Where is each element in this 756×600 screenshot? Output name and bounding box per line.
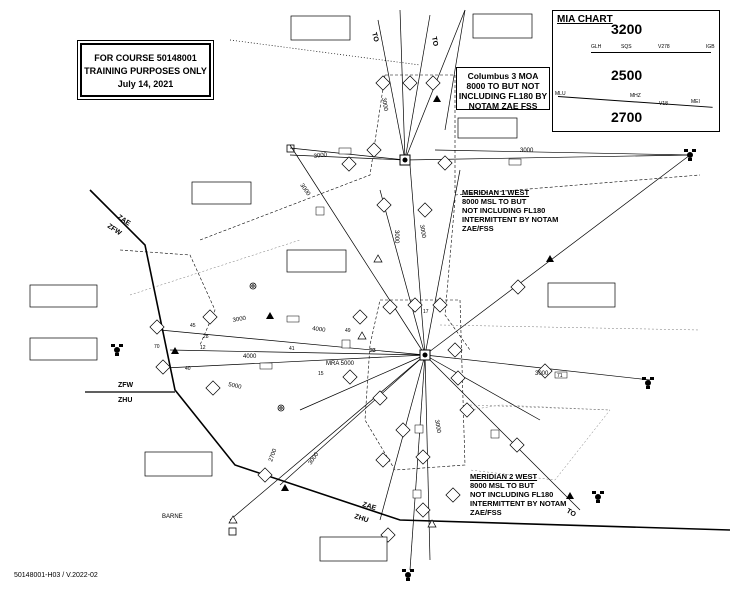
course-line-1: FOR COURSE 50148001 — [94, 53, 197, 63]
to-label-left: TO — [370, 32, 379, 44]
meridian-2-west-label: MERIDIAN 2 WEST 8000 MSL TO BUT NOT INCL… — [470, 472, 566, 517]
route-num-1: 28 — [203, 334, 209, 340]
to-label-right: TO — [430, 36, 439, 47]
mia-alt-2: 2500 — [611, 67, 643, 83]
moa-line-3: INCLUDING FL180 BY — [458, 91, 548, 101]
boundary-zae-top: ZAE — [116, 214, 132, 228]
document-footer: 50148001-H03 / V.2022-02 — [14, 572, 98, 579]
alt-5000-sw: 5000 — [228, 382, 243, 391]
route-num-6: 70 — [154, 344, 160, 350]
alt-3000-east: 3000 — [520, 148, 534, 154]
route-num-11: 17 — [423, 309, 429, 315]
meridian1-line-2: 8000 MSL TO BUT — [462, 197, 527, 206]
boundary-zfw-mid: ZFW — [118, 382, 134, 389]
to-label-bottom: TO — [565, 508, 577, 519]
mia-fix-b2: MHZ — [630, 93, 641, 99]
mia-fix-a2: SQS — [621, 44, 632, 50]
meridian2-line-4: INTERMITTENT BY NOTAM — [470, 499, 567, 508]
route-num-7: 33 — [370, 348, 376, 354]
meridian2-line-5: ZAE/FSS — [470, 508, 502, 517]
mia-line-a — [591, 52, 711, 53]
alt-3000-south2: 3000 — [393, 230, 399, 244]
meridian2-line-3: NOT INCLUDING FL180 — [470, 490, 554, 499]
meridian2-title: MERIDIAN 2 WEST — [470, 472, 538, 481]
moa-line-2: 8000 TO BUT NOT — [466, 81, 540, 91]
course-line-2: TRAINING PURPOSES ONLY — [84, 66, 207, 76]
alt-3000-se: 3000 — [535, 371, 549, 377]
meridian1-line-4: INTERMITTENT BY NOTAM — [462, 215, 559, 224]
alt-3000-left: 3000 — [313, 152, 328, 160]
boundary-zhu-mid: ZHU — [118, 397, 132, 404]
mia-chart-title: MIA CHART — [557, 14, 613, 25]
meridian1-line-5: ZAE/FSS — [462, 224, 494, 233]
alt-3000-n: 3000 — [380, 97, 388, 112]
mia-fix-a3: IGB — [706, 44, 715, 50]
boundary-zae-bottom: ZAE — [361, 501, 377, 512]
mia-route-a: V278 — [658, 44, 670, 50]
alt-4000-w2: 4000 — [243, 354, 257, 360]
alt-3000-center-w: 3000 — [232, 316, 247, 324]
barne-label: BARNE — [162, 514, 183, 520]
course-date: July 14, 2021 — [117, 79, 174, 89]
route-num-10: 23 — [370, 348, 376, 354]
meridian-1-west-label: MERIDIAN 1 WEST 8000 MSL TO BUT NOT INCL… — [462, 188, 558, 233]
moa-line-1: Columbus 3 MOA — [467, 71, 539, 81]
route-num-8: 49 — [345, 328, 351, 334]
mia-alt-3: 2700 — [611, 109, 643, 125]
mra-label: MRA 5000 — [326, 361, 355, 367]
mia-fix-b1: MLU — [555, 91, 566, 97]
route-num-2: 41 — [289, 346, 295, 352]
meridian2-line-2: 8000 MSL TO BUT — [470, 481, 535, 490]
meridian1-line-3: NOT INCLUDING FL180 — [462, 206, 546, 215]
mia-fix-b3: MEI — [691, 99, 700, 105]
route-num-5: 40 — [185, 366, 191, 372]
alt-2700-sw: 2700 — [268, 447, 278, 462]
mia-alt-1: 3200 — [611, 21, 643, 37]
alt-3000-ssw: 3000 — [308, 451, 321, 466]
alt-3000-s: 3000 — [433, 419, 441, 434]
mia-chart: MIA CHART 3200 GLH SQS V278 IGB 2500 MLU… — [552, 10, 720, 132]
route-num-12: 71 — [557, 373, 563, 379]
mia-route-b: V18 — [659, 101, 668, 107]
route-num-3: 12 — [200, 345, 206, 351]
route-num-4: 45 — [190, 323, 196, 329]
alt-3000-nw: 3000 — [298, 183, 311, 198]
columbus-moa-box: Columbus 3 MOA 8000 TO BUT NOT INCLUDING… — [456, 67, 550, 111]
boundary-zfw-top: ZFW — [106, 223, 123, 237]
course-info-box: FOR COURSE 50148001 TRAINING PURPOSES ON… — [77, 40, 214, 100]
meridian1-title: MERIDIAN 1 WEST — [462, 188, 530, 197]
route-num-9: 15 — [318, 371, 324, 377]
mia-fix-a1: GLH — [591, 44, 602, 50]
alt-4000-w: 4000 — [312, 326, 327, 334]
alt-3000-ne: 3000 — [418, 224, 426, 239]
boundary-zhu-bottom: ZHU — [353, 513, 369, 524]
moa-line-4: NOTAM ZAE FSS — [468, 101, 538, 111]
